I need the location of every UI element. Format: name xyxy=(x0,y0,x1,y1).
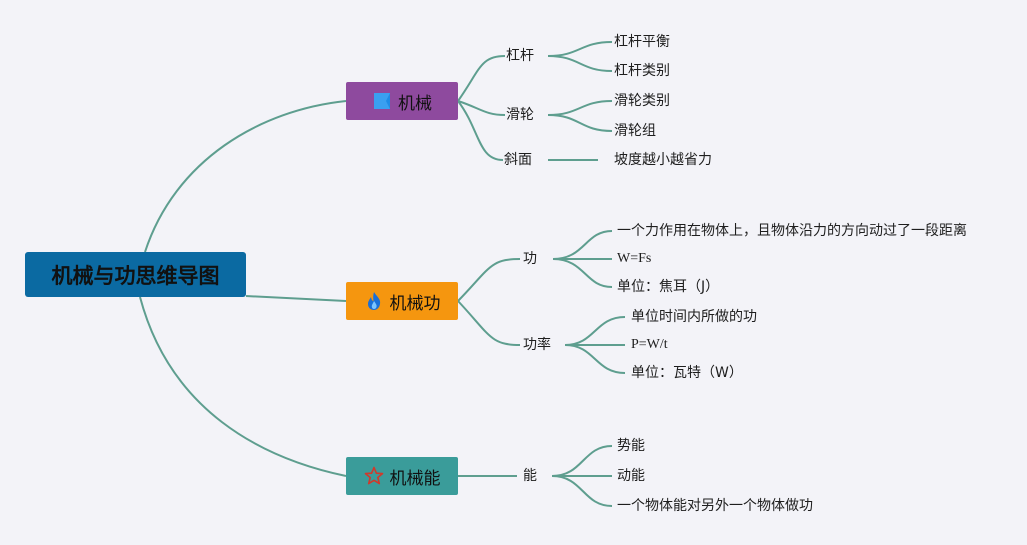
branch-node-mechanism[interactable]: 机械 xyxy=(346,82,458,120)
branch-label: 机械功 xyxy=(389,293,441,314)
branch-label: 机械 xyxy=(398,93,432,114)
link-root-branch3 xyxy=(139,296,347,477)
branch-node-mechanical-work[interactable]: 机械功 xyxy=(346,282,458,320)
link-b1-t2 xyxy=(457,100,506,116)
root-node[interactable]: 机械与功思维导图 xyxy=(25,252,246,297)
link-root-branch2 xyxy=(245,295,347,302)
flag-icon xyxy=(372,91,392,111)
leaf-node[interactable]: 滑轮类别 xyxy=(614,93,670,109)
topic-node[interactable]: 能 xyxy=(523,468,537,484)
topic-node[interactable]: 滑轮 xyxy=(506,107,534,123)
link-t2-l2 xyxy=(547,114,613,132)
leaf-node[interactable]: 势能 xyxy=(617,438,645,454)
leaf-node[interactable]: 杠杆类别 xyxy=(614,63,670,79)
link-b1-t3 xyxy=(457,100,504,161)
leaf-node[interactable]: 杠杆平衡 xyxy=(614,34,670,50)
leaf-node[interactable]: 单位：焦耳（J） xyxy=(617,279,720,295)
link-b2-t1 xyxy=(457,258,521,302)
link-t5-l3 xyxy=(564,344,626,374)
root-label: 机械与功思维导图 xyxy=(51,263,220,288)
topic-node[interactable]: 功率 xyxy=(523,337,551,353)
link-b1-t1 xyxy=(457,55,506,102)
branch-node-mechanical-energy[interactable]: 机械能 xyxy=(346,457,458,495)
link-t1-l2 xyxy=(547,55,613,72)
leaf-node[interactable]: 坡度越小越省力 xyxy=(614,152,712,168)
link-t6-l1 xyxy=(551,445,613,477)
topic-node[interactable]: 斜面 xyxy=(504,152,532,168)
connector-lines xyxy=(139,41,626,507)
leaf-node[interactable]: 单位：瓦特（W） xyxy=(631,365,743,381)
link-b2-t2 xyxy=(457,300,521,346)
topic-node[interactable]: 杠杆 xyxy=(506,48,534,64)
topic-node[interactable]: 功 xyxy=(523,251,537,267)
branch-label: 机械能 xyxy=(389,468,441,489)
leaf-node[interactable]: 动能 xyxy=(617,468,645,484)
link-t4-l3 xyxy=(552,258,613,288)
link-t4-l1 xyxy=(552,230,613,260)
link-t1-l1 xyxy=(547,41,613,57)
link-t5-l1 xyxy=(564,316,626,346)
leaf-node[interactable]: 滑轮组 xyxy=(614,123,656,139)
link-t6-l3 xyxy=(551,475,613,507)
leaf-node[interactable]: P=W/t xyxy=(631,337,668,352)
link-root-branch1 xyxy=(144,100,347,253)
leaf-node[interactable]: 一个力作用在物体上，且物体沿力的方向动过了一段距离 xyxy=(617,223,967,239)
leaf-node[interactable]: 一个物体能对另外一个物体做功 xyxy=(617,498,813,514)
link-t2-l1 xyxy=(547,100,613,116)
leaf-node[interactable]: W=Fs xyxy=(617,251,652,266)
flame-icon xyxy=(364,291,384,311)
star-icon xyxy=(364,466,384,486)
leaf-node[interactable]: 单位时间内所做的功 xyxy=(631,309,757,325)
